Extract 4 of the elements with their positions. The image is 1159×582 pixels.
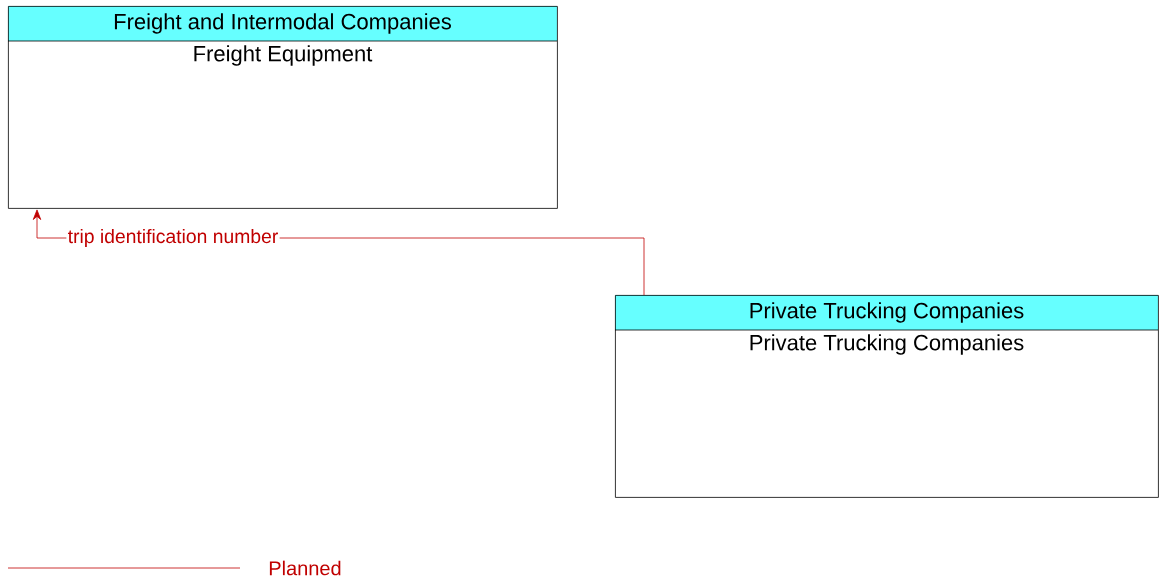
component-box: Freight and Intermodal Companies Freight Equipment (7, 6, 558, 209)
legend-label: Planned (269, 560, 341, 576)
edge-label: trip identification number (66, 227, 280, 249)
component-box: Private Trucking Companies Private Trucking Companies (614, 295, 1159, 498)
